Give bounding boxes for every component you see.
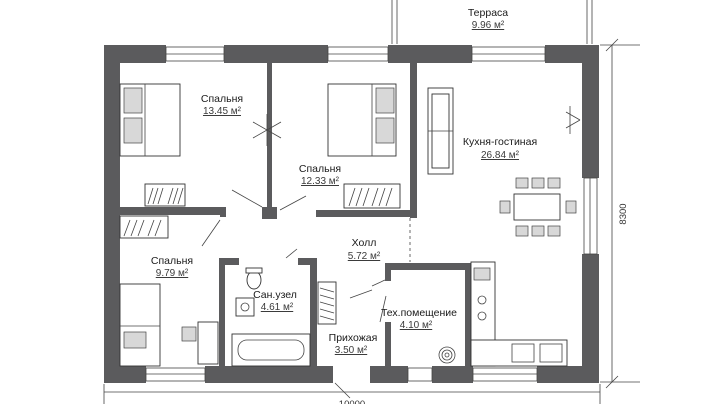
bed-icon <box>327 83 397 157</box>
dimension-line-right <box>600 38 640 389</box>
bathroom-name: Сан.узел <box>253 289 297 301</box>
utility-area: 4.10 м² <box>400 320 433 331</box>
entry-name: Прихожая <box>329 332 378 344</box>
kitchen-area: 26.84 м² <box>481 150 520 161</box>
hall-area: 5.72 м² <box>348 251 381 262</box>
wardrobe-icon <box>144 183 186 207</box>
entry-area: 3.50 м² <box>335 345 368 356</box>
wardrobe-icon <box>343 183 401 209</box>
terrace-name: Терраса <box>468 7 508 19</box>
dimension-height-label: 8300 <box>618 203 629 224</box>
dimension-width-label: 10000 <box>339 399 365 404</box>
doors <box>201 189 411 399</box>
bathroom-area: 4.61 м² <box>261 302 294 313</box>
bedroom2-area: 12.33 м² <box>301 176 340 187</box>
bedroom1-name: Спальня <box>201 93 243 105</box>
bed-icon <box>119 283 161 367</box>
terrace-area: 9.96 м² <box>472 20 505 31</box>
desk-icon <box>181 321 219 365</box>
radiator-icon <box>252 114 282 146</box>
kitchen-name: Кухня-гостиная <box>463 136 537 148</box>
dining-table-icon <box>499 177 577 237</box>
dimension-line-bottom <box>103 384 601 404</box>
bedroom3-name: Спальня <box>151 255 193 267</box>
utility-name: Тех.помещение <box>381 307 457 319</box>
bedroom1-area: 13.45 м² <box>203 106 242 117</box>
windows <box>145 46 598 382</box>
toilet-icon <box>245 267 263 290</box>
wardrobe-icon <box>119 215 169 239</box>
kitchen-counter-icon <box>470 261 568 367</box>
sofa-icon <box>427 87 454 175</box>
bathtub-icon <box>231 333 311 367</box>
sink-icon <box>235 297 255 317</box>
bedroom2-name: Спальня <box>299 163 341 175</box>
hall-name: Холл <box>352 237 377 249</box>
boiler-icon <box>438 346 456 364</box>
wardrobe-icon <box>317 281 337 325</box>
tv-icon <box>565 106 581 134</box>
bedroom3-area: 9.79 м² <box>156 268 189 279</box>
walls <box>104 45 599 383</box>
terrace-outline <box>391 0 593 44</box>
bed-icon <box>119 83 181 157</box>
